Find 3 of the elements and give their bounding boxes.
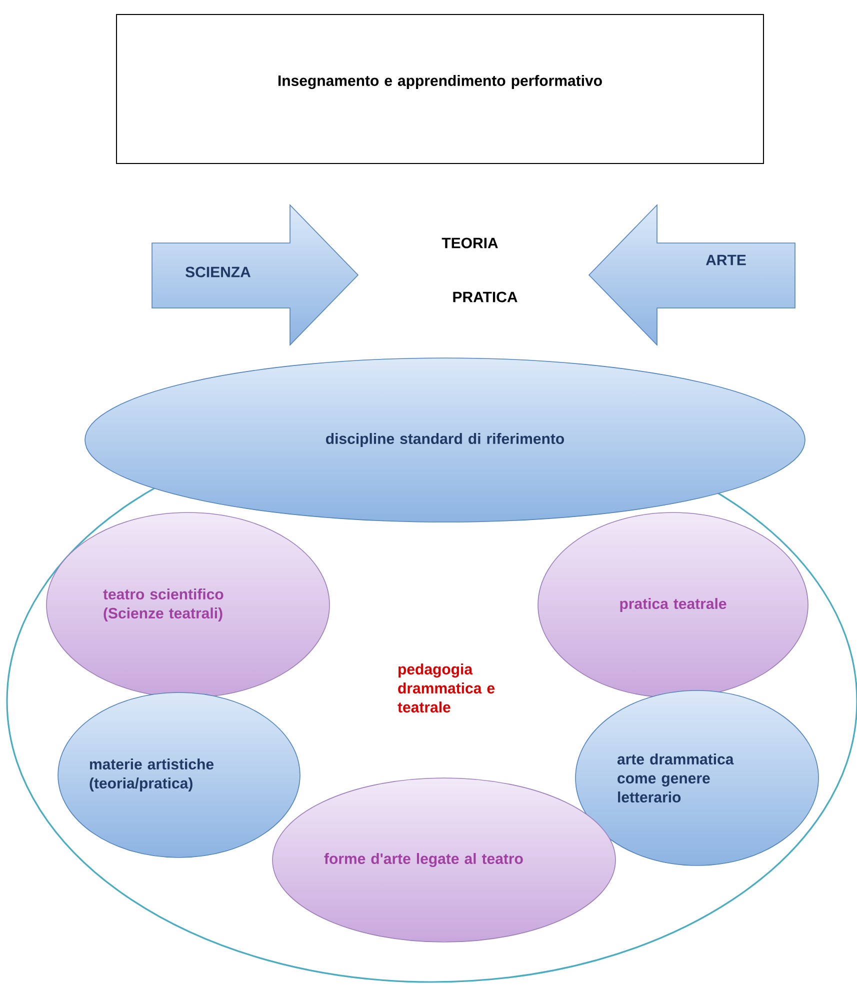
label-text: PRATICA — [453, 292, 518, 302]
label-text: TEORIA — [442, 238, 498, 248]
title-box: Insegnamento e apprendimento performativo — [116, 14, 764, 164]
